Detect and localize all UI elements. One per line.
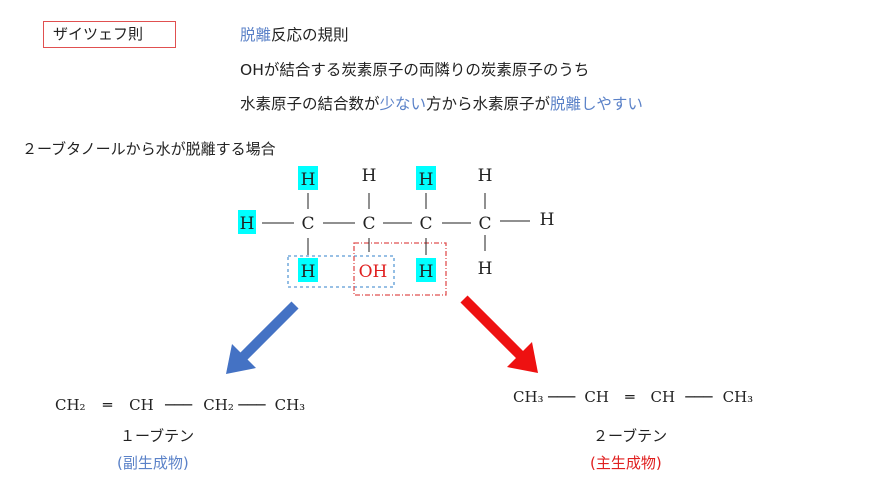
single-bond-1b: ───	[238, 396, 266, 414]
single-bond-2b: ───	[685, 388, 713, 406]
rule-line-3-highlight-few: 少ない	[379, 95, 427, 113]
double-bond-2: ═	[625, 388, 635, 406]
single-bond-2a: ───	[548, 388, 576, 406]
formula-2-group-c: CH	[650, 388, 676, 406]
formula-2-group-a: CH₃	[513, 388, 544, 406]
rule-line-3-highlight-eliminate: 脱離しやすい	[550, 95, 643, 113]
atom-h-top-3: H	[419, 170, 434, 190]
highlight-h-top-3	[416, 166, 436, 190]
section-title: ２ーブタノールから水が脱離する場合	[22, 140, 276, 158]
formula-1-group-d: CH₃	[274, 396, 306, 414]
single-bond-1a: ───	[164, 396, 193, 414]
product-2-butene-name: ２ーブテン	[593, 427, 668, 445]
atom-c1: C	[301, 214, 314, 234]
elimination-box-red	[353, 242, 447, 296]
product-1-butene-formula: CH₂ ═ CH ─── CH₂─── CH₃	[55, 396, 305, 414]
atom-c2: C	[362, 214, 375, 234]
atom-h-bottom-4: H	[478, 259, 493, 279]
atom-c4: C	[478, 214, 491, 234]
atom-oh: OH	[359, 262, 388, 282]
atom-h-bottom-1: H	[301, 262, 316, 282]
rule-line-1: 脱離反応の規則	[240, 23, 349, 45]
formula-2-group-d: CH₃	[722, 388, 754, 406]
highlight-h-bottom-1	[298, 258, 318, 282]
highlight-h-bottom-3	[416, 258, 436, 282]
zaitsev-rule-title-box: ザイツェフ則	[43, 21, 176, 48]
atom-h-top-2: H	[362, 166, 377, 186]
atom-h-bottom-3: H	[419, 262, 434, 282]
formula-1-group-a: CH₂	[55, 396, 86, 414]
product-1-butene-name: １ーブテン	[120, 427, 195, 445]
atom-h-right: H	[540, 210, 555, 230]
blue-arrow-head	[226, 344, 256, 374]
rule-line-3-part-3: 方から水素原子が	[426, 95, 551, 113]
rule-line-3: 水素原子の結合数が少ない方から水素原子が脱離しやすい	[240, 92, 643, 114]
formula-1-group-b: CH	[129, 396, 154, 414]
red-arrow-shaft	[460, 295, 525, 360]
product-2-butene-role-text: 主生成物	[595, 454, 656, 472]
product-2-butene-role: (主生成物)	[590, 454, 662, 472]
red-arrow-head	[507, 342, 538, 373]
product-2-butene-formula: CH₃─── CH ═ CH ─── CH₃	[513, 388, 753, 406]
product-1-butene-role: (副生成物)	[117, 454, 189, 472]
zaitsev-rule-title: ザイツェフ則	[53, 25, 144, 43]
elimination-box-blue	[287, 255, 395, 288]
formula-2-group-b: CH	[584, 388, 609, 406]
double-bond-1: ═	[102, 396, 112, 414]
highlight-h-left	[238, 210, 256, 234]
rule-line-1-text: 反応の規則	[271, 26, 349, 44]
atom-c3: C	[419, 214, 432, 234]
product-1-butene-role-text: 副生成物	[122, 454, 183, 472]
rule-line-1-highlight: 脱離	[240, 26, 272, 44]
rule-line-3-part-1: 水素原子の結合数が	[240, 95, 380, 113]
highlight-h-top-1	[298, 166, 318, 190]
blue-arrow-shaft	[238, 301, 299, 362]
formula-1-group-c: CH₂	[203, 396, 234, 414]
atom-h-top-4: H	[478, 166, 493, 186]
atom-h-left: H	[240, 214, 255, 234]
rule-line-2-text: OHが結合する炭素原子の両隣りの炭素原子のうち	[240, 61, 590, 79]
rule-line-2: OHが結合する炭素原子の両隣りの炭素原子のうち	[240, 58, 589, 80]
atom-h-top-1: H	[301, 170, 316, 190]
